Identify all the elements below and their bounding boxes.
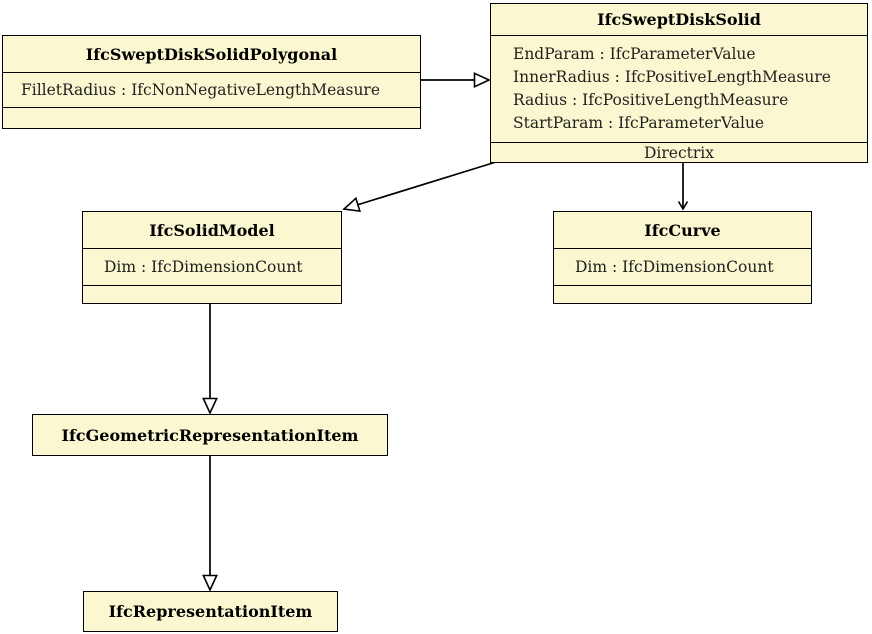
class-title: IfcSweptDiskSolid bbox=[597, 10, 761, 29]
class-attributes: Dim : IfcDimensionCount bbox=[83, 248, 341, 285]
class-attributes: Dim : IfcDimensionCount bbox=[554, 248, 811, 285]
association-label-directrix: Directrix bbox=[491, 142, 867, 162]
class-title: IfcRepresentationItem bbox=[108, 602, 313, 621]
class-title: IfcGeometricRepresentationItem bbox=[61, 425, 359, 445]
generalization-arrow-sweptdisksolid-to-solidmodel bbox=[342, 161, 497, 213]
class-box-ifccurve: IfcCurve Dim : IfcDimensionCount bbox=[553, 211, 812, 304]
class-title: IfcSolidModel bbox=[149, 220, 275, 240]
class-box-ifcrepresentationitem: IfcRepresentationItem bbox=[83, 591, 338, 632]
class-title: IfcCurve bbox=[644, 220, 721, 240]
class-title: IfcSweptDiskSolidPolygonal bbox=[85, 44, 338, 64]
attribute: Dim : IfcDimensionCount bbox=[575, 257, 774, 276]
class-operations-empty bbox=[3, 107, 420, 128]
attribute: FilletRadius : IfcNonNegativeLengthMeasu… bbox=[21, 80, 381, 99]
class-operations-empty bbox=[554, 285, 811, 303]
class-box-ifcsolidmodel: IfcSolidModel Dim : IfcDimensionCount bbox=[82, 211, 342, 304]
attribute: Dim : IfcDimensionCount bbox=[104, 257, 303, 276]
class-box-ifcgeometricrepresentationitem: IfcGeometricRepresentationItem bbox=[32, 414, 388, 456]
attribute: StartParam : IfcParameterValue bbox=[513, 114, 765, 132]
class-operations-empty bbox=[83, 285, 341, 303]
attribute: Radius : IfcPositiveLengthMeasure bbox=[513, 91, 789, 109]
class-box-ifcsweptdisksolidpolygonal: IfcSweptDiskSolidPolygonal FilletRadius … bbox=[2, 35, 421, 129]
attribute: InnerRadius : IfcPositiveLengthMeasure bbox=[513, 68, 831, 86]
attribute: EndParam : IfcParameterValue bbox=[513, 45, 756, 63]
class-attributes: FilletRadius : IfcNonNegativeLengthMeasu… bbox=[3, 72, 420, 107]
class-attributes: EndParam : IfcParameterValue InnerRadius… bbox=[491, 35, 867, 142]
class-box-ifcsweptdisksolid: IfcSweptDiskSolid EndParam : IfcParamete… bbox=[490, 3, 868, 163]
